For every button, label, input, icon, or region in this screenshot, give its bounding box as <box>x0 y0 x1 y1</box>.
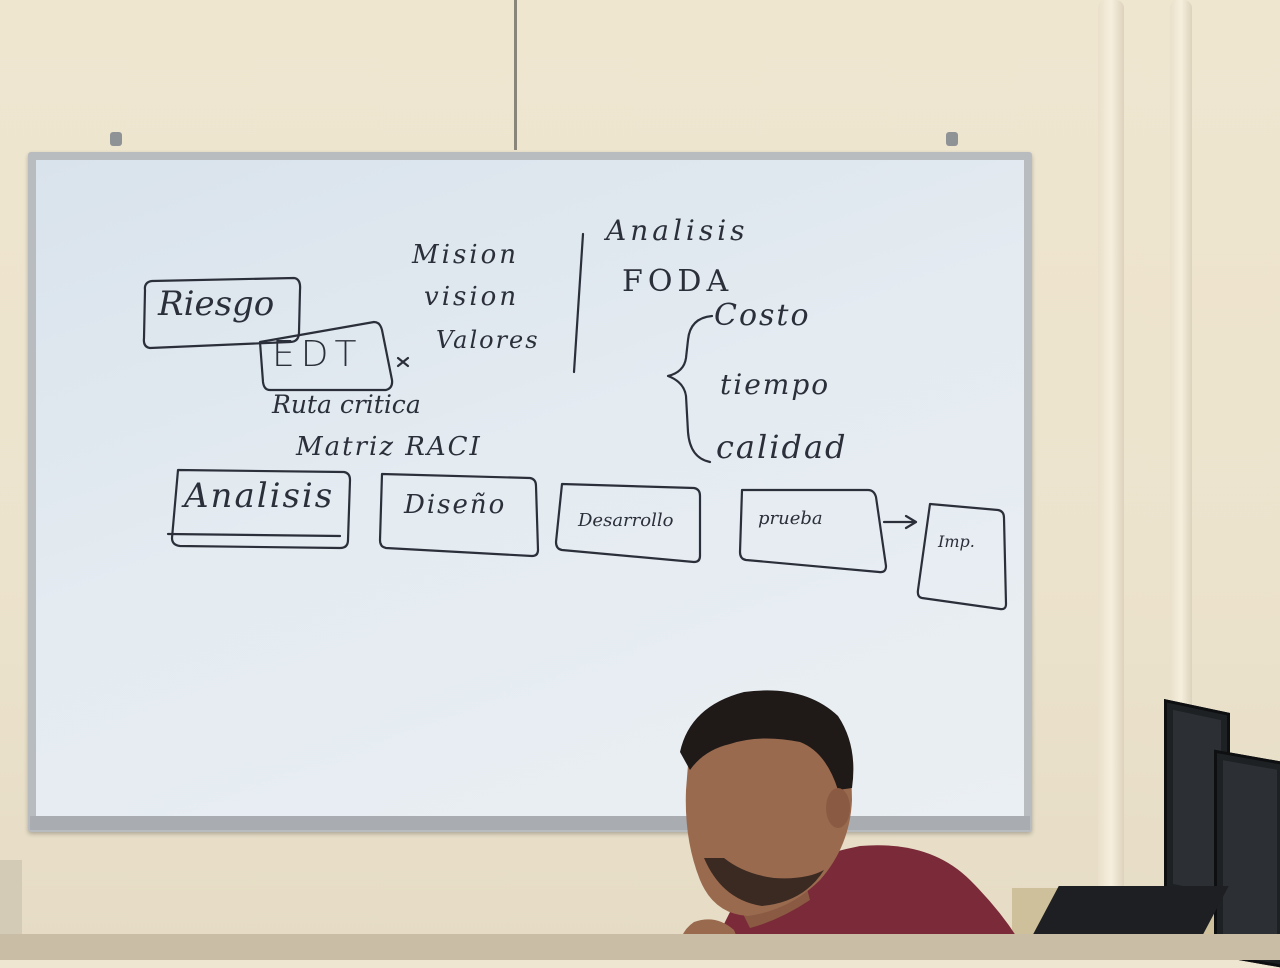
riesgo-note: Riesgo <box>158 284 275 324</box>
scope-brace <box>666 314 714 464</box>
whiteboard <box>36 160 1024 824</box>
tiempo-note: tiempo <box>720 368 831 401</box>
baseboard <box>0 934 1280 960</box>
phase-implementacion: Imp. <box>938 532 975 551</box>
vision-note: vision <box>424 282 520 312</box>
prueba-box <box>738 488 888 574</box>
divider-line <box>572 232 585 374</box>
phase-prueba: prueba <box>758 508 823 529</box>
foda-note: FODA <box>622 264 734 299</box>
analisis-heading-note: Analisis <box>606 214 749 247</box>
arrow-to-implementation <box>882 514 918 530</box>
edt-mark <box>396 356 410 368</box>
wall-pipe-secondary <box>1170 0 1192 900</box>
ruta-critica-note: Ruta critica <box>272 390 421 419</box>
phase-desarrollo: Desarrollo <box>578 510 674 531</box>
analisis-box <box>170 468 352 550</box>
hanging-wire <box>514 0 517 150</box>
costo-note: Costo <box>714 298 811 333</box>
implementacion-box <box>916 502 1008 611</box>
desarrollo-box <box>554 482 702 564</box>
edt-box <box>258 320 394 392</box>
edt-note: EDT <box>272 334 363 375</box>
person-beard <box>704 858 824 906</box>
valores-note: Valores <box>436 326 540 354</box>
wall-pipe <box>1098 0 1124 900</box>
mision-note: Mision <box>412 240 519 270</box>
diseno-box <box>378 472 540 558</box>
wall-hook <box>946 132 958 146</box>
analisis-underline <box>166 532 342 538</box>
wall-hook <box>110 132 122 146</box>
person-ear <box>826 788 850 828</box>
person-hair <box>680 690 854 790</box>
phase-analisis: Analisis <box>184 476 335 516</box>
riesgo-box <box>142 276 302 350</box>
calidad-note: calidad <box>716 428 848 466</box>
phase-diseno: Diseño <box>404 490 507 520</box>
matriz-raci-note: Matriz RACI <box>296 432 482 462</box>
